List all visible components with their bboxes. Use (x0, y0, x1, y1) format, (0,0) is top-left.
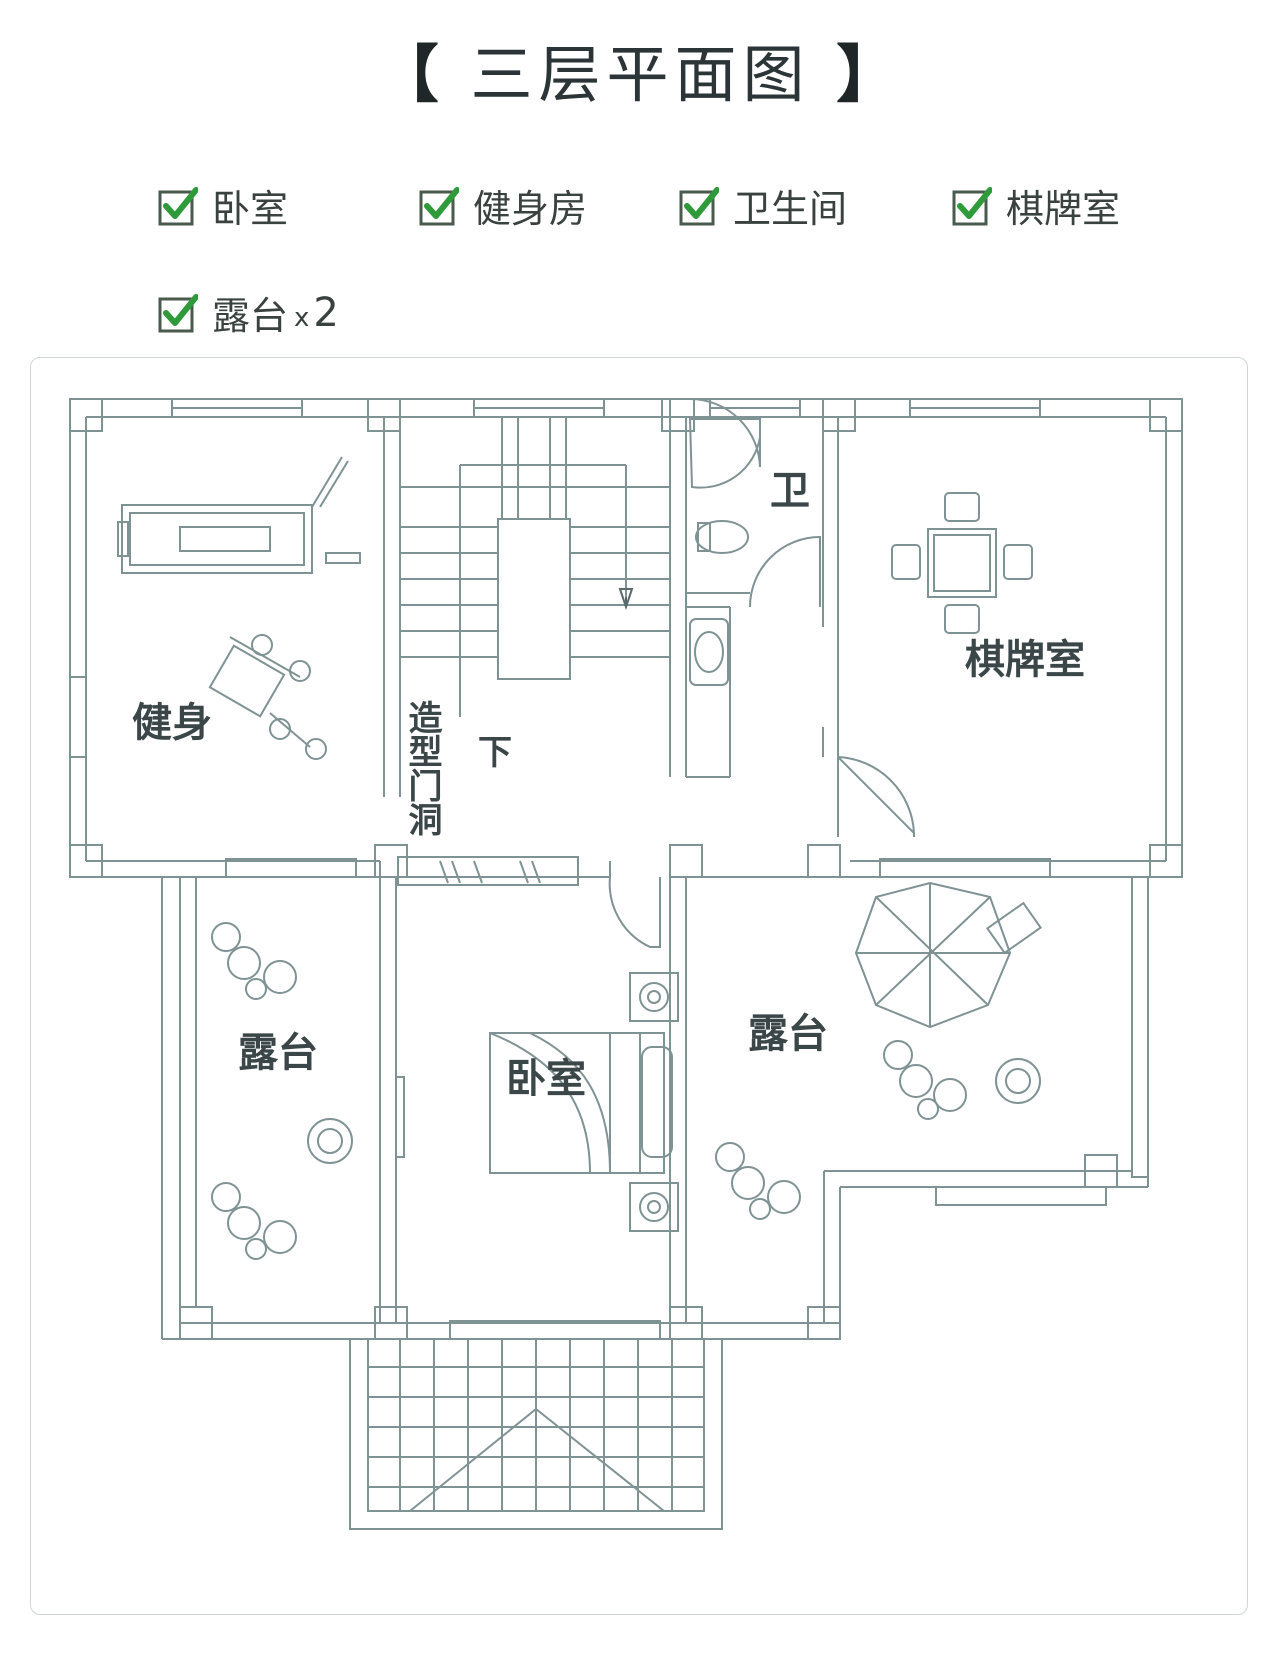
plants (211, 922, 1041, 1260)
title-left-bracket: 【 (376, 38, 445, 111)
bathroom-fixtures (688, 418, 761, 686)
page-title: 【 三层平面图 】 (0, 24, 1281, 114)
feature-bedroom: 卧室 (158, 178, 288, 233)
checkbox-checked-icon (419, 186, 459, 225)
label-stairs-down: 下 (478, 733, 512, 773)
feature-label: 露台 (212, 294, 289, 338)
feature-label: 棋牌室 (1006, 187, 1121, 231)
feature-chess-room: 棋牌室 (952, 178, 1120, 233)
roof-canopy (349, 1338, 723, 1530)
room-label-terrace-right: 露台 (748, 1011, 828, 1057)
feature-label: 健身房 (473, 187, 588, 231)
gym-equipment (117, 456, 361, 760)
checkbox-checked-icon (952, 186, 992, 225)
doors (608, 398, 915, 948)
windows (69, 398, 1149, 1340)
title-right-bracket: 】 (836, 38, 905, 111)
room-label-bedroom: 卧室 (506, 1056, 586, 1102)
label-decorative-opening: 造型门洞 (402, 700, 442, 836)
staircase (400, 417, 670, 717)
room-label-gym: 健身 (132, 700, 212, 746)
card-table (891, 492, 1033, 634)
checkbox-checked-icon (679, 186, 719, 225)
feature-label: 卧室 (212, 187, 289, 231)
patio-umbrella (854, 881, 1043, 1029)
floor-plan-drawing (69, 398, 1183, 1530)
room-label-toilet: 卫 (770, 468, 810, 514)
checkbox-checked-icon (158, 293, 198, 332)
bed (395, 856, 679, 1232)
room-label-terrace-left: 露台 (238, 1030, 318, 1076)
checkbox-checked-icon (158, 186, 198, 225)
feature-bathroom: 卫生间 (679, 178, 847, 233)
feature-label: 卫生间 (733, 187, 848, 231)
feature-gym: 健身房 (419, 178, 587, 233)
title-text: 三层平面图 (470, 38, 811, 111)
room-label-chess: 棋牌室 (965, 637, 1085, 683)
